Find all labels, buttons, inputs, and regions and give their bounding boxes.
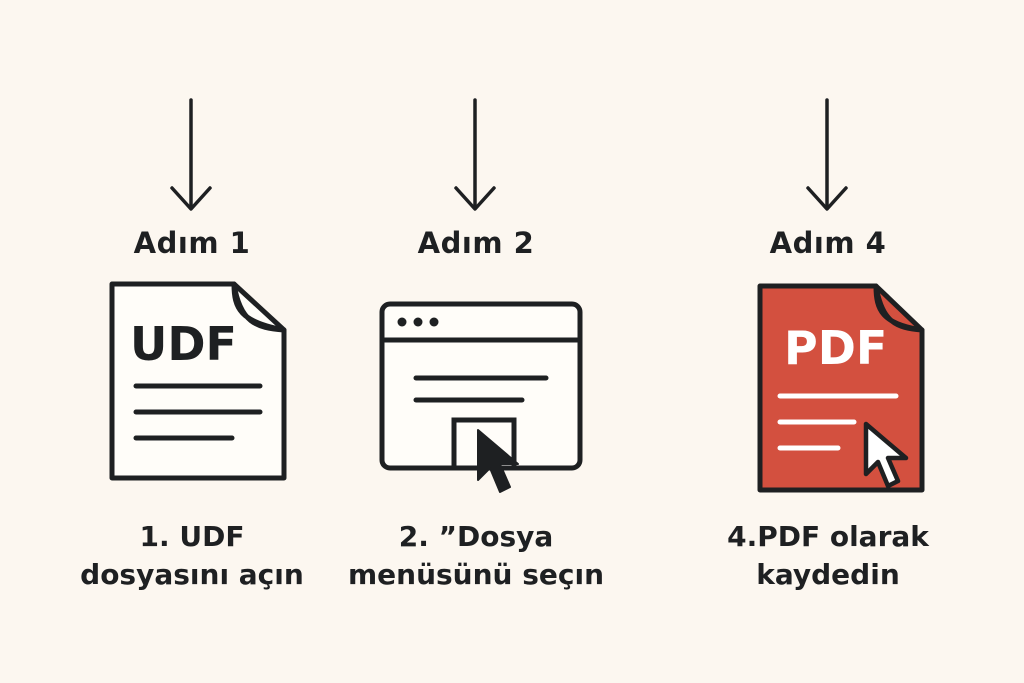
pdf-label: PDF: [784, 321, 887, 375]
step-title: Adım 1: [133, 226, 251, 260]
step-caption: 4.PDF olarak kaydedin: [688, 518, 968, 594]
caption-line-2: dosyasını açın: [80, 558, 304, 591]
caption-line-2: kaydedin: [756, 558, 900, 591]
caption-line-1: 1. UDF: [139, 520, 245, 553]
step-2: Adım 2 2. ”Dosya menüsünü seçın: [336, 0, 616, 683]
down-arrow-icon: [806, 98, 848, 211]
caption-line-2: menüsünü seçın: [347, 558, 605, 591]
pdf-file-cursor-icon: PDF: [757, 283, 925, 493]
step-4: Adım 4 PDF 4.PDF olarak kaydedin: [688, 0, 968, 683]
caption-line-1: 4.PDF olarak: [727, 520, 929, 553]
caption-line-1: 2. ”Dosya: [398, 520, 554, 553]
step-caption: 2. ”Dosya menüsünü seçın: [336, 518, 616, 594]
udf-label: UDF: [130, 317, 237, 371]
step-title: Adım 2: [417, 226, 535, 260]
step-title: Adım 4: [769, 226, 887, 260]
browser-window-cursor-icon: [379, 301, 583, 493]
down-arrow-icon: [170, 98, 212, 211]
udf-file-icon: UDF: [109, 281, 287, 481]
step-caption: 1. UDF dosyasını açın: [52, 518, 332, 594]
down-arrow-icon: [454, 98, 496, 211]
step-1: Adım 1 UDF 1. UDF dosyasını açın: [52, 0, 332, 683]
